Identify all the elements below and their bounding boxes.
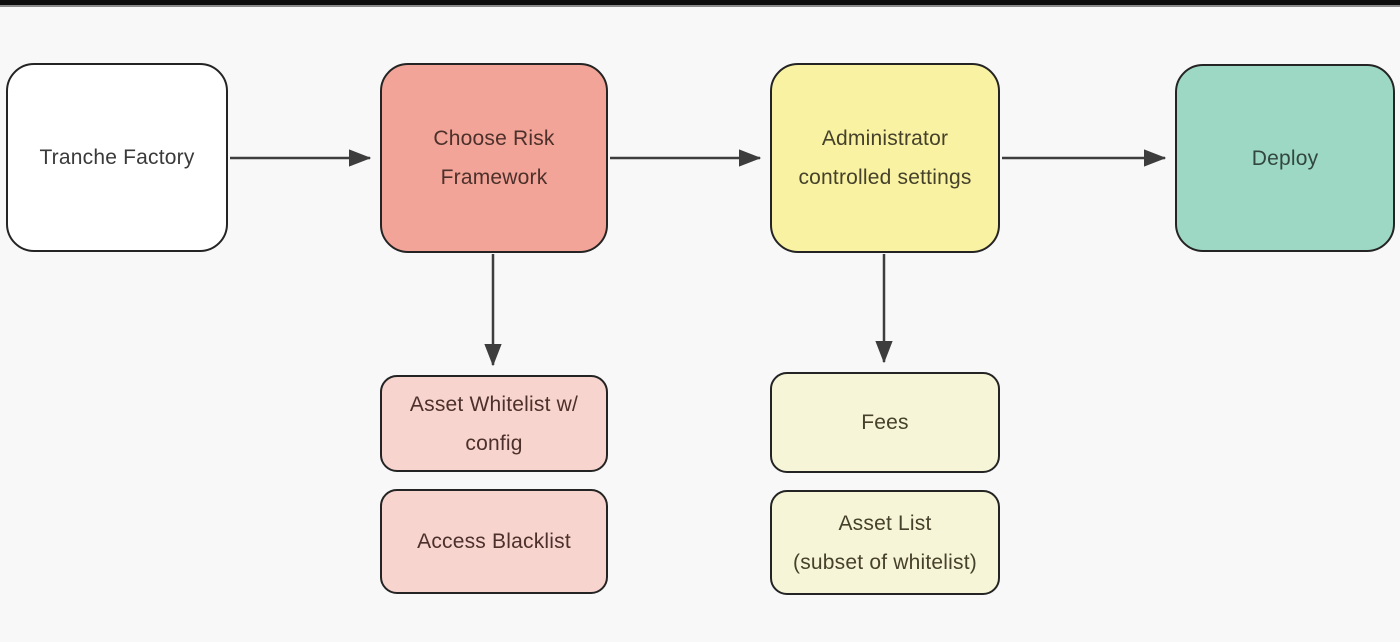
- node-fees: Fees: [770, 372, 1000, 473]
- node-label-line: (subset of whitelist): [793, 550, 977, 574]
- node-asset-list-subset: Asset List (subset of whitelist): [770, 490, 1000, 595]
- node-access-blacklist: Access Blacklist: [380, 489, 608, 594]
- node-label-line: config: [465, 431, 523, 455]
- node-asset-whitelist-config: Asset Whitelist w/ config: [380, 375, 608, 472]
- node-label-line: Asset Whitelist w/: [409, 392, 579, 416]
- node-choose-risk-framework: Choose Risk Framework: [380, 63, 608, 253]
- node-label-line: Tranche Factory: [39, 146, 195, 169]
- node-label-line: Fees: [861, 411, 909, 434]
- node-administrator-controlled-settings: Administrator controlled settings: [770, 63, 1000, 253]
- node-deploy: Deploy: [1175, 64, 1395, 252]
- node-label-line: controlled settings: [798, 166, 972, 189]
- node-label-line: Access Blacklist: [417, 530, 571, 553]
- node-label-line: Administrator: [821, 127, 949, 150]
- node-tranche-factory: Tranche Factory: [6, 63, 228, 252]
- node-label-line: Framework: [440, 166, 548, 189]
- top-bar: [0, 0, 1400, 7]
- node-label-line: Choose Risk: [433, 127, 555, 150]
- node-label-line: Deploy: [1251, 146, 1319, 170]
- node-label-line: Asset List: [838, 511, 932, 535]
